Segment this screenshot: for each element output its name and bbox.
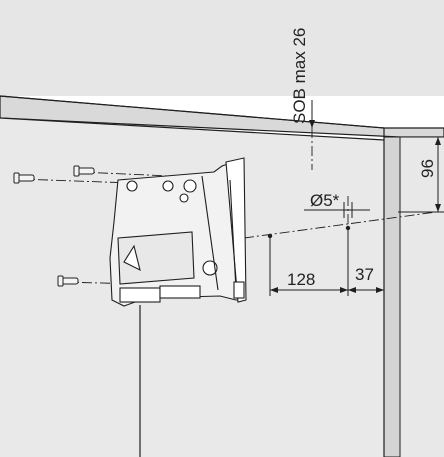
arrow-128-right bbox=[340, 287, 348, 293]
centerline-hole-row bbox=[243, 211, 437, 239]
dim-hole-diameter-label: Ø5* bbox=[310, 191, 340, 210]
arrow-sob bbox=[309, 120, 315, 128]
pivot-3 bbox=[162, 180, 174, 192]
bottom-bracket-2 bbox=[159, 285, 201, 299]
mechanism-cover bbox=[117, 231, 195, 285]
centerline-upper-screws bbox=[19, 178, 215, 187]
screw-1 bbox=[13, 172, 35, 184]
lever bbox=[233, 281, 245, 299]
screw-3 bbox=[57, 275, 79, 287]
dimension-lines bbox=[269, 100, 444, 296]
pivot-2 bbox=[183, 179, 197, 193]
dim-128-label: 128 bbox=[287, 270, 315, 289]
pivot-4 bbox=[126, 180, 138, 192]
mech-detail-2 bbox=[201, 175, 219, 291]
dim-96-label: 96 bbox=[418, 159, 437, 178]
arrowheads bbox=[270, 120, 441, 293]
cabinet-top-board bbox=[0, 0, 444, 96]
inner-top-line bbox=[0, 117, 385, 141]
screw-2 bbox=[73, 165, 95, 177]
dim-sob-label: SOB max 26 bbox=[290, 28, 309, 124]
arrow-37-right bbox=[376, 287, 384, 293]
arrow-96-bottom bbox=[435, 204, 441, 212]
top-edge-line bbox=[0, 95, 385, 129]
dim-37-label: 37 bbox=[355, 265, 374, 284]
pivot-1 bbox=[202, 260, 218, 276]
cabinet-side-panel bbox=[383, 136, 401, 457]
hole-marks bbox=[267, 225, 351, 239]
mech-detail-1 bbox=[229, 179, 237, 291]
arrow-128-left bbox=[270, 287, 278, 293]
pivot-5 bbox=[179, 193, 189, 203]
lift-mechanism bbox=[109, 157, 247, 307]
arrow-96-top bbox=[435, 137, 441, 145]
arrow-37-left bbox=[348, 287, 356, 293]
warning-label bbox=[123, 244, 141, 272]
cabinet-side-outer bbox=[400, 137, 444, 457]
bottom-bracket bbox=[119, 287, 161, 303]
hole-2 bbox=[345, 225, 351, 231]
hole-1 bbox=[267, 233, 273, 239]
screws bbox=[13, 165, 95, 287]
